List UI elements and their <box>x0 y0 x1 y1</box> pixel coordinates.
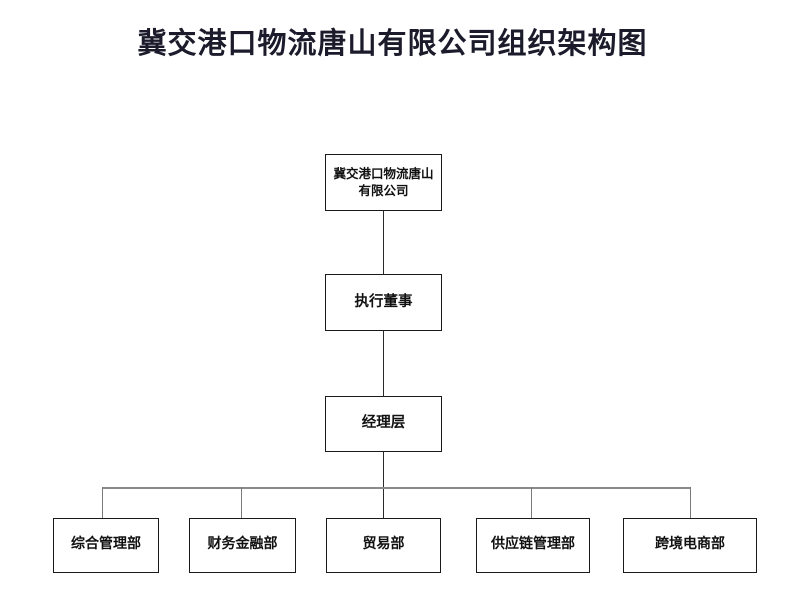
connector-department-bus <box>102 487 691 489</box>
org-node-department-finance: 财务金融部 <box>189 518 296 573</box>
org-node-executive-director: 执行董事 <box>325 274 442 331</box>
org-node-department-trade: 贸易部 <box>326 518 441 573</box>
org-node-department-general-management: 综合管理部 <box>53 518 159 573</box>
connector-drop-department-1 <box>102 487 103 518</box>
connector-manager-to-departments <box>383 452 384 518</box>
connector-drop-department-4 <box>531 487 532 518</box>
org-node-department-supply-chain: 供应链管理部 <box>476 518 590 573</box>
org-node-manager-layer: 经理层 <box>325 396 442 452</box>
connector-drop-department-2 <box>241 487 242 518</box>
page-title: 冀交港口物流唐山有限公司组织架构图 <box>137 28 648 60</box>
connector-company-to-director <box>383 211 384 274</box>
connector-director-to-manager <box>383 331 384 396</box>
org-node-department-cross-border-ecommerce: 跨境电商部 <box>623 518 757 573</box>
org-node-company: 冀交港口物流唐山有限公司 <box>325 154 442 211</box>
connector-drop-department-5 <box>690 487 691 518</box>
